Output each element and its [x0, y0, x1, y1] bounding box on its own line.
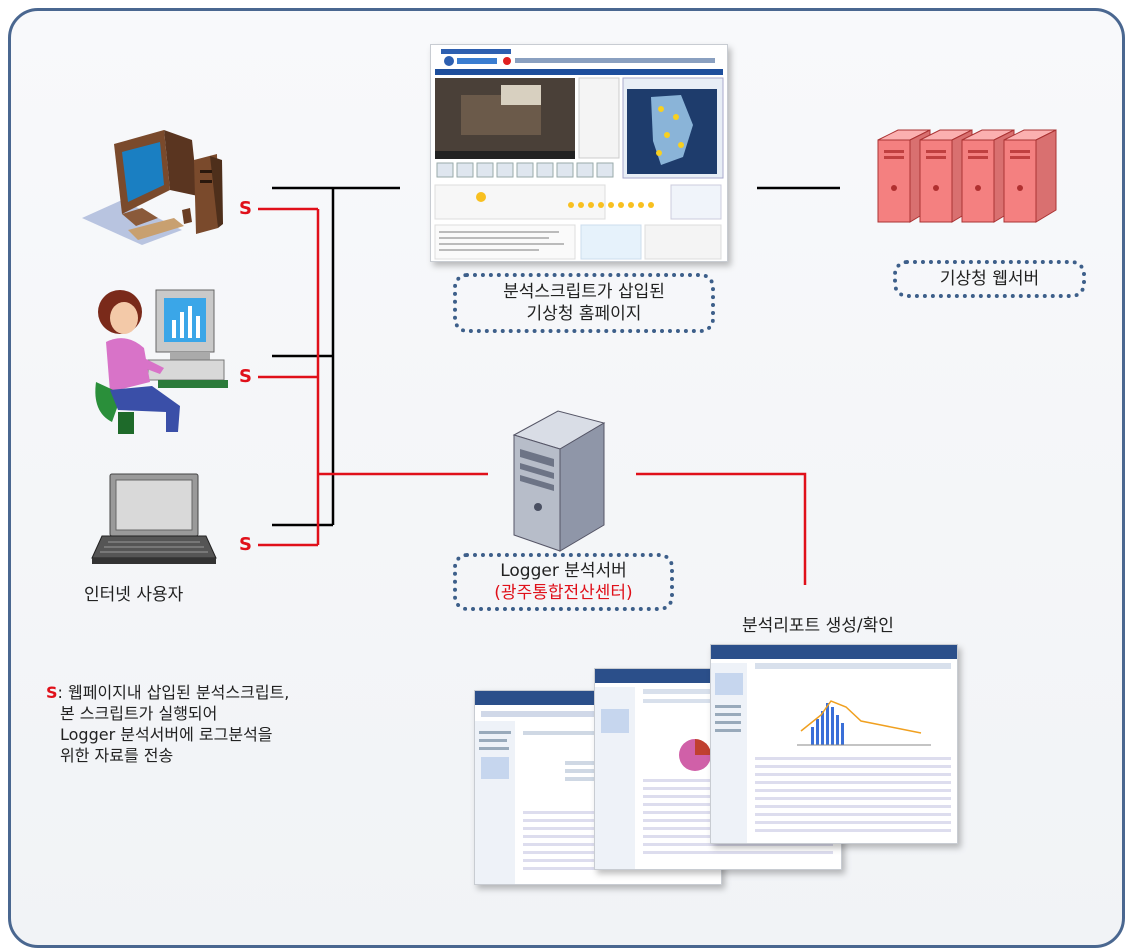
connection-lines — [258, 186, 840, 585]
desktop-computer-icon — [82, 130, 223, 245]
homepage-caption-box: 분석스크립트가 삽입된 기상청 홈페이지 — [453, 273, 715, 333]
legend-note: S: 웹페이지내 삽입된 분석스크립트, 본 스크립트가 실행되어 Logger… — [46, 682, 289, 766]
logger-caption: Logger 분석서버 — [500, 561, 627, 581]
legend-text-1: 웹페이지내 삽입된 분석스크립트, — [68, 683, 290, 702]
script-marker-3: S — [239, 534, 252, 555]
laptop-icon — [91, 473, 217, 564]
report-caption: 분석리포트 생성/확인 — [742, 616, 894, 636]
webserver-caption: 기상청 웹서버 — [939, 269, 1040, 289]
report-screenshot-3 — [710, 644, 958, 844]
legend-line-1: S: 웹페이지내 삽입된 분석스크립트, — [46, 682, 289, 703]
legend-text-4: 위한 자료를 전송 — [60, 746, 174, 765]
web-server-tower-1 — [877, 129, 931, 223]
webserver-caption-box: 기상청 웹서버 — [893, 260, 1086, 298]
logger-location: (광주통합전산센터) — [494, 583, 633, 603]
logger-server-icon — [512, 410, 606, 552]
web-server-cluster-icon — [877, 129, 1057, 223]
legend-text-2: 본 스크립트가 실행되어 — [60, 704, 218, 723]
legend-key: S — [46, 683, 58, 702]
web-server-tower-4 — [1003, 129, 1057, 223]
office-worker-icon — [95, 289, 228, 434]
homepage-caption-line2: 기상청 홈페이지 — [526, 304, 642, 324]
internet-users-label: 인터넷 사용자 — [84, 585, 184, 605]
homepage-caption-line1: 분석스크립트가 삽입된 — [503, 282, 665, 302]
logger-to-report-line — [636, 472, 807, 585]
legend-separator: : — [57, 683, 63, 702]
kma-homepage-screenshot — [430, 44, 728, 262]
logger-caption-box: Logger 분석서버 (광주통합전산센터) — [453, 553, 674, 611]
legend-text-3: Logger 분석서버에 로그분석을 — [60, 725, 273, 744]
script-marker-1: S — [239, 198, 252, 219]
script-marker-2: S — [239, 366, 252, 387]
